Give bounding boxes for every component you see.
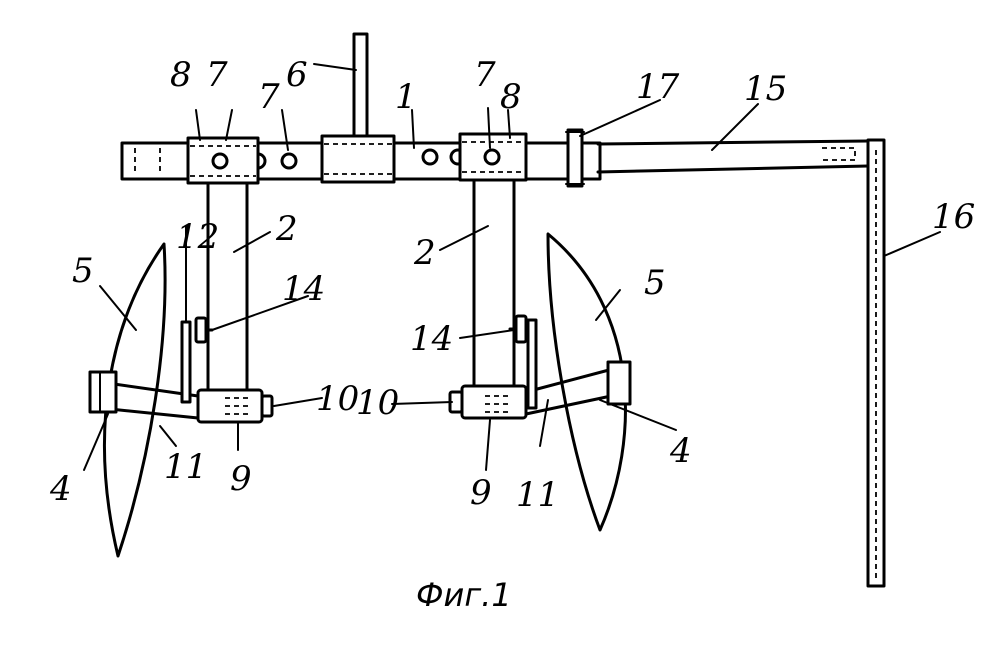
- label-10-right: 10: [356, 383, 399, 423]
- label-8-right: 8: [500, 77, 522, 117]
- label-5-left: 5: [72, 251, 94, 291]
- label-10-left: 10: [316, 379, 359, 419]
- label-2-left: 2: [275, 209, 298, 249]
- leader-lines: [83, 63, 941, 471]
- left-hub: [196, 388, 274, 424]
- figure-caption: Фиг.1: [416, 576, 512, 614]
- left-disk: [88, 242, 167, 558]
- label-11-right: 11: [516, 475, 559, 515]
- label-11-left: 11: [164, 447, 207, 487]
- label-7-b: 7: [258, 77, 280, 117]
- vertical-rod: [866, 138, 886, 588]
- left-stand: [206, 181, 249, 394]
- label-7-a: 7: [206, 55, 228, 95]
- label-14-right: 14: [410, 319, 453, 359]
- label-1: 1: [395, 77, 417, 117]
- top-post: [352, 32, 369, 144]
- label-16: 16: [932, 197, 975, 237]
- left-bracket: [186, 136, 260, 185]
- label-8-left: 8: [170, 55, 192, 95]
- right-hub: [448, 384, 528, 420]
- right-bracket: [458, 132, 528, 182]
- label-9-right: 9: [470, 473, 492, 513]
- extension-rod: [596, 139, 870, 174]
- label-5-right: 5: [644, 263, 666, 303]
- label-9-left: 9: [230, 459, 252, 499]
- label-6: 6: [286, 55, 308, 95]
- part-labels: 1 2 2 4 4 5 5 6 7 7 7 8 8 9 9 10 10 11 1…: [49, 55, 975, 614]
- clamp: [565, 128, 585, 188]
- label-7-c: 7: [474, 55, 496, 95]
- right-shim: [508, 314, 538, 410]
- label-17: 17: [636, 67, 680, 107]
- label-14-left: 14: [282, 269, 325, 309]
- label-4-left: 4: [49, 469, 72, 509]
- label-4-right: 4: [669, 431, 692, 471]
- label-15: 15: [744, 69, 787, 109]
- center-block: [320, 134, 396, 184]
- right-disk: [546, 232, 632, 532]
- label-12: 12: [176, 217, 219, 257]
- right-stand: [472, 178, 516, 392]
- label-2-right: 2: [413, 233, 436, 273]
